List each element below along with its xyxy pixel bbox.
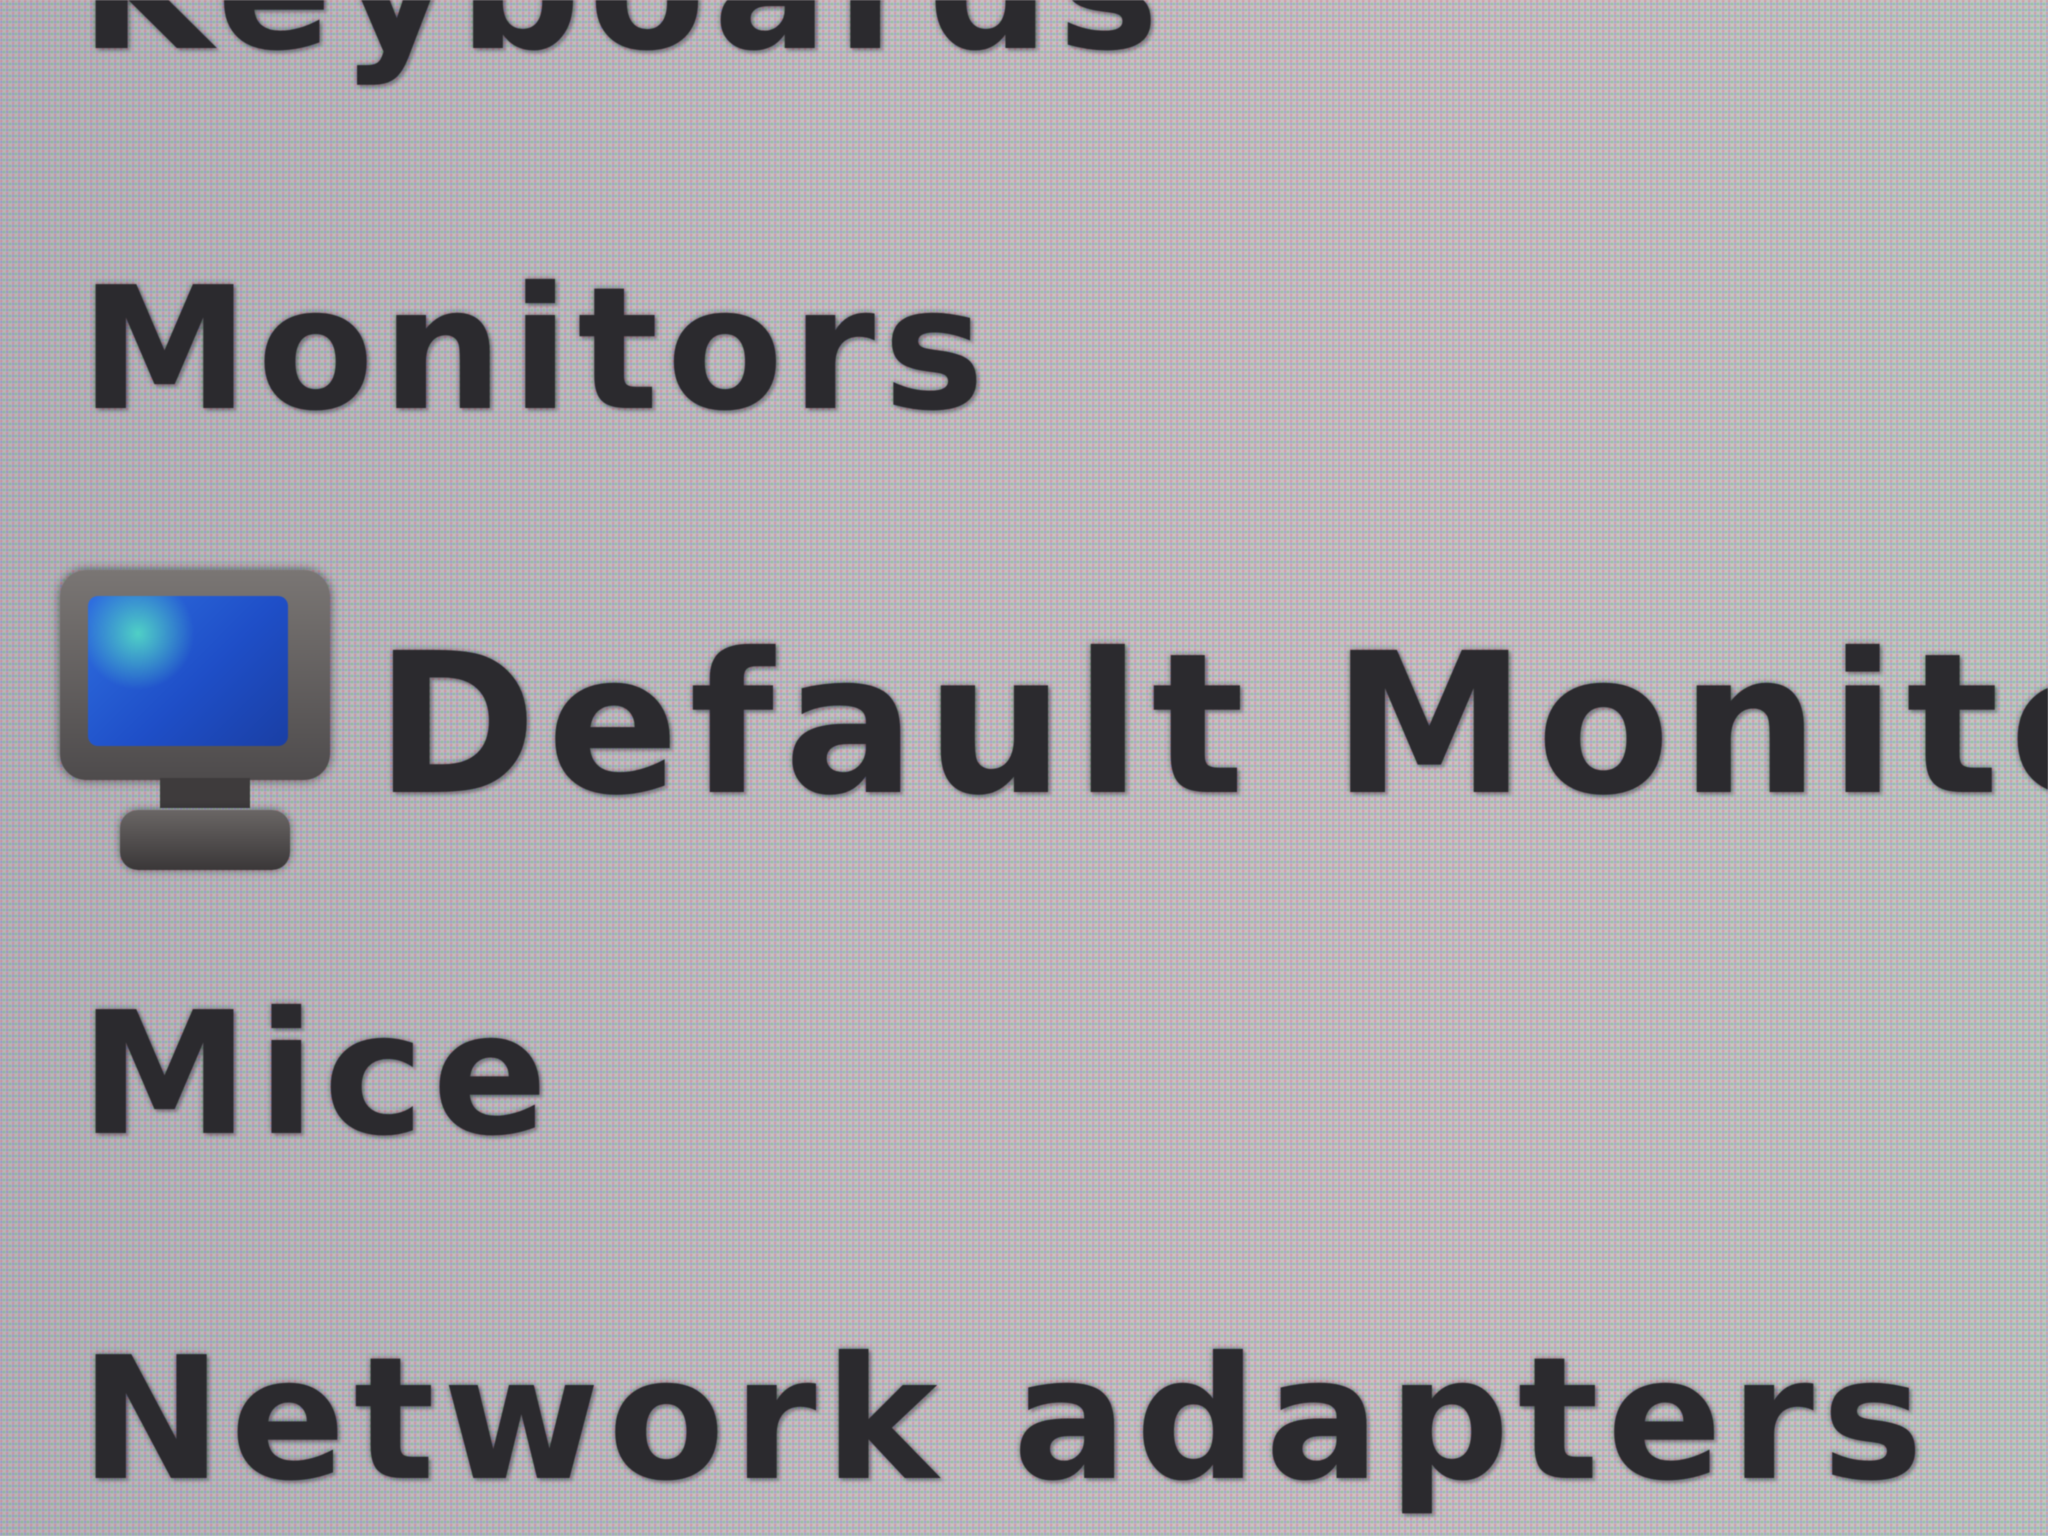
tree-category-monitors[interactable]: Monitors [80,251,993,449]
default-monitor-label: Default Monitor [375,611,2048,838]
monitor-screen [88,596,288,746]
monitor-neck [160,778,250,808]
tree-category-keyboards[interactable]: Keyboards [80,0,1167,90]
tree-category-mice[interactable]: Mice [80,976,556,1174]
monitor-stand [120,810,290,870]
monitor-icon [60,560,330,890]
tree-category-network-adapters[interactable]: Network adapters [80,1321,1932,1519]
tree-item-default-monitor[interactable]: Default Monitor [60,560,2048,890]
